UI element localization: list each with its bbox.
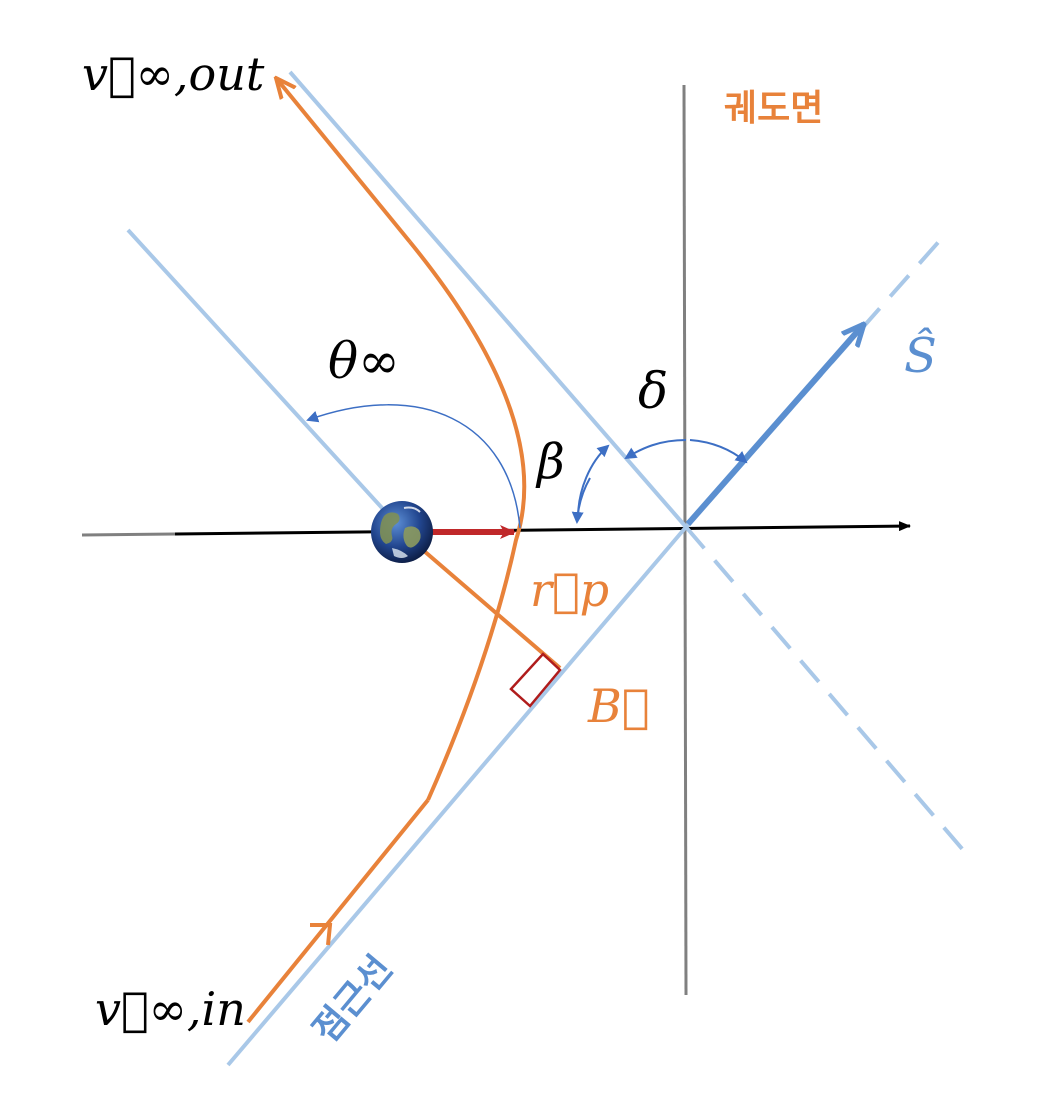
earth-icon (371, 501, 433, 563)
axis-line-theta (126, 228, 406, 534)
s-hat-vector (685, 324, 864, 526)
v-out-label: v⃗∞,out (82, 47, 265, 101)
trajectory-incoming-straight (246, 798, 430, 1024)
asymptote-label: 점근선 (305, 948, 400, 1050)
delta-arc (689, 439, 748, 464)
trajectory-direction-arrow (310, 923, 333, 946)
b-vector-label: B⃗ (587, 679, 649, 733)
right-angle-marker (509, 652, 562, 708)
r-p-label: r⃗p (530, 563, 609, 617)
asymptote-line-incoming (226, 525, 688, 1067)
trajectory-curve (408, 240, 527, 801)
s-hat-label: Ŝ (904, 326, 937, 384)
beta-arc-start (571, 477, 591, 524)
theta-arc (306, 404, 521, 529)
b-vector-line (400, 530, 562, 670)
asymptote-line-outgoing (288, 70, 688, 529)
horizontal-axis (174, 521, 911, 536)
trajectory-outgoing-straight (276, 78, 412, 244)
orbit-plane-label: 궤도면 (724, 88, 823, 129)
beta-label: β (535, 434, 565, 490)
beta-arc (577, 444, 610, 519)
horizontal-axis-left (81, 532, 176, 537)
vertical-axis (682, 84, 688, 996)
s-hat-axis-lower (684, 525, 972, 860)
delta-arc-start (624, 439, 687, 460)
theta-label: θ∞ (328, 332, 400, 390)
v-in-label: v⃗∞,in (95, 982, 246, 1036)
delta-label: δ (638, 362, 668, 420)
